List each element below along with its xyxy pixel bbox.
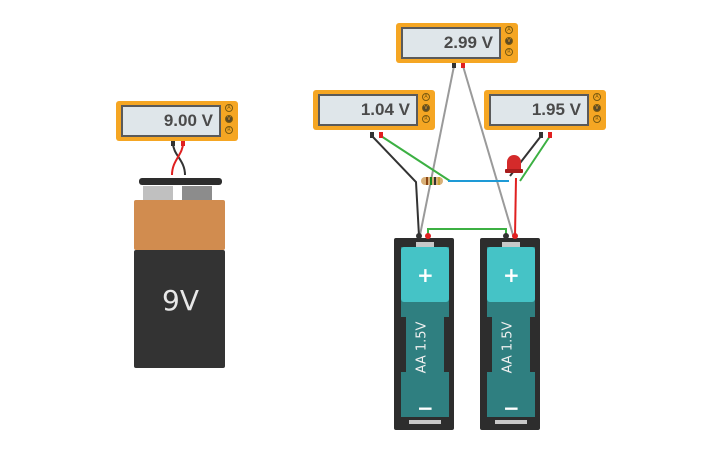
meter-reading: 1.95 V [531,100,581,119]
aa-2-label: AA 1.5V [500,321,516,374]
mode-volts-icon[interactable]: V [422,104,430,112]
meter-reading: 1.04 V [360,100,410,119]
wire-series-green[interactable] [427,228,507,236]
mode-ohms-icon[interactable]: R [422,115,430,123]
wire-led-red[interactable] [514,177,517,237]
aa-1-minus-icon: − [417,396,434,420]
wire-top-gray-right[interactable] [462,65,514,236]
mode-ohms-icon[interactable]: R [225,126,233,134]
meter-display: 1.04 V [318,94,418,126]
mode-volts-icon[interactable]: V [225,115,233,123]
mode-amps-icon[interactable]: A [505,26,513,34]
wire-left-black[interactable] [371,135,420,237]
multimeter-right[interactable]: 1.95 V A V R [484,90,606,130]
meter-display: 2.99 V [401,27,501,59]
wires [171,65,551,237]
meter-reading: 2.99 V [443,33,493,52]
mode-ohms-icon[interactable]: R [593,115,601,123]
meter-reading: 9.00 V [163,111,213,130]
aa-2-minus-icon: − [503,396,520,420]
meter-display: 9.00 V [121,105,221,137]
mode-amps-icon[interactable]: A [422,93,430,101]
mode-ohms-icon[interactable]: R [505,48,513,56]
mode-amps-icon[interactable]: A [593,93,601,101]
meter-display: 1.95 V [489,94,589,126]
multimeter-left[interactable]: 1.04 V A V R [313,90,435,130]
aa-1-label: AA 1.5V [414,321,430,374]
multimeter-9v[interactable]: 9.00 V A V R [116,101,238,141]
aa-battery-2[interactable] [480,233,540,430]
wire-left-green[interactable] [380,135,451,182]
multimeter-top[interactable]: 2.99 V A V R [396,23,518,63]
battery-9v-label: 9V [162,284,199,317]
mode-volts-icon[interactable]: V [505,37,513,45]
mode-volts-icon[interactable]: V [593,104,601,112]
aa-battery-1[interactable] [394,233,454,430]
aa-2-plus-icon: + [503,263,520,287]
probe-tips [171,62,552,146]
aa-1-plus-icon: + [417,263,434,287]
led[interactable] [505,155,523,173]
wire-right-green[interactable] [519,135,551,182]
wire-top-gray-left[interactable] [419,65,455,236]
mode-amps-icon[interactable]: A [225,104,233,112]
resistor[interactable] [421,177,443,185]
battery-9v[interactable] [134,178,225,368]
